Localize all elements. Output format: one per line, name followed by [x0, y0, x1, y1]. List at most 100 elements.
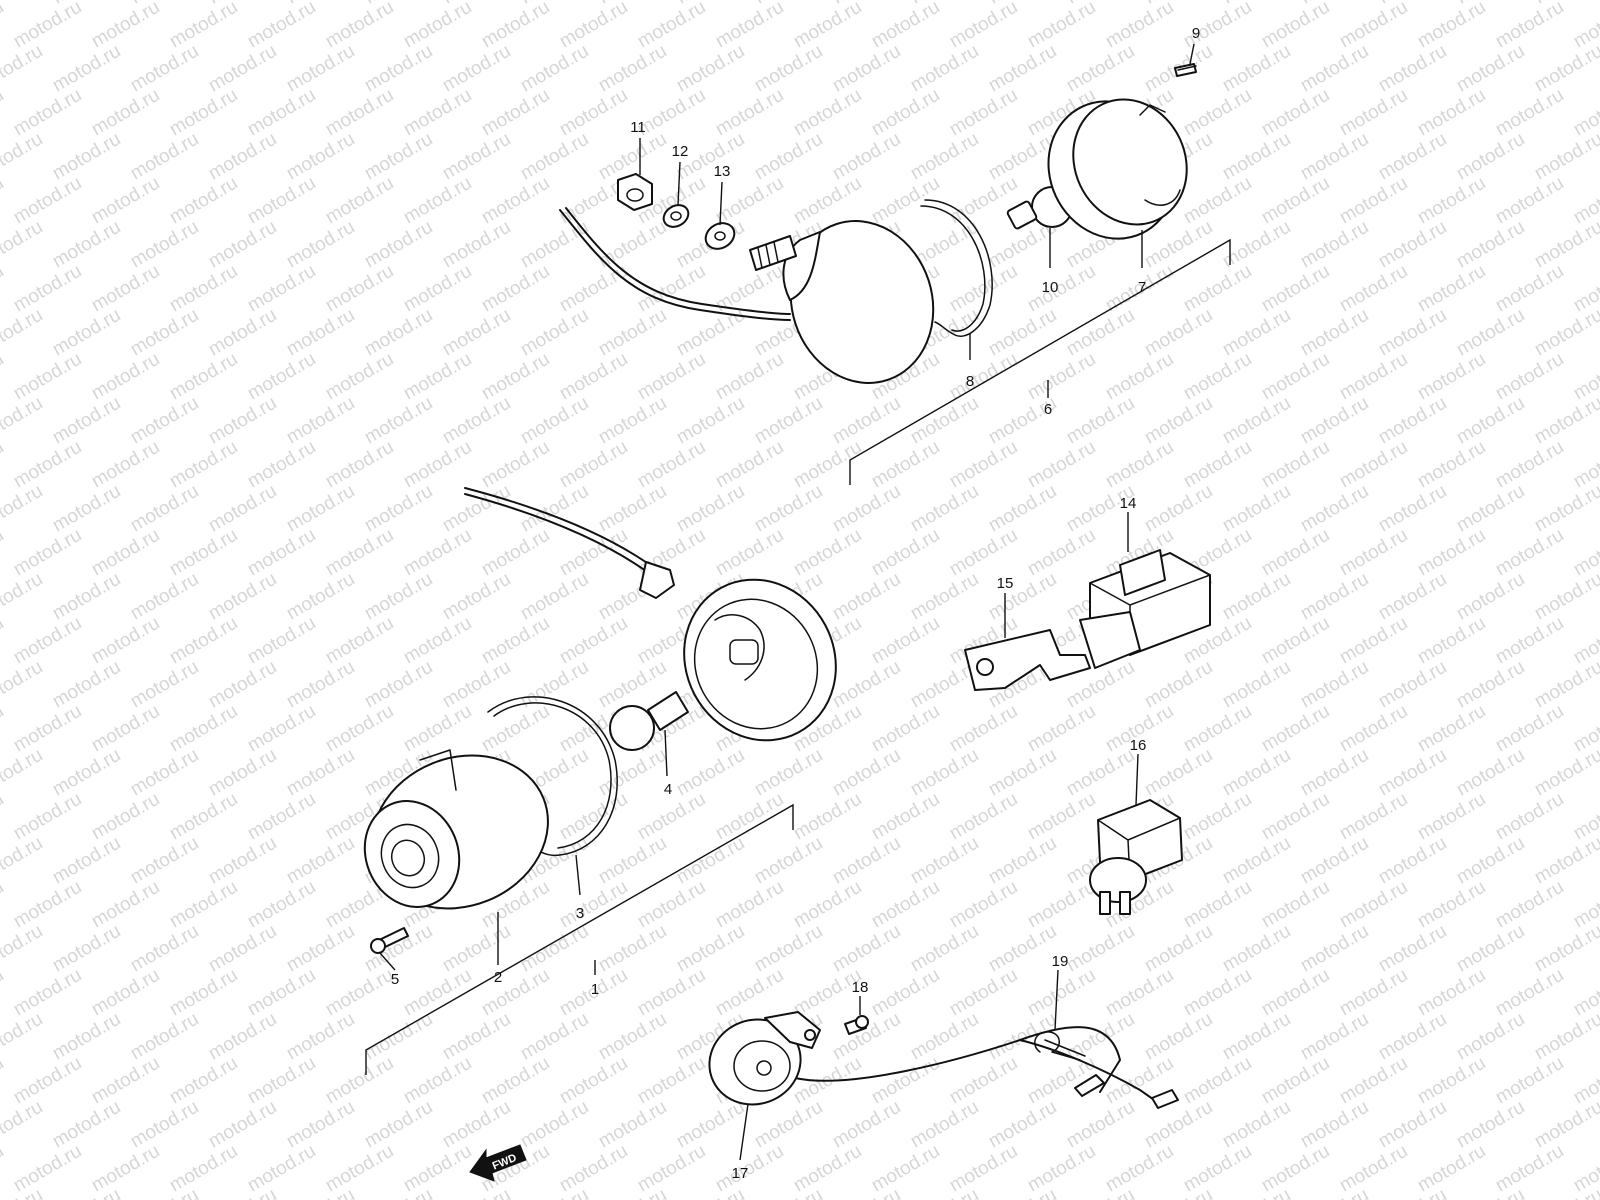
watermark-text: motod.ru — [439, 129, 514, 185]
watermark-text: motod.ru — [10, 965, 85, 1021]
watermark-text: motod.ru — [88, 437, 163, 493]
watermark-text: motod.ru — [634, 877, 709, 933]
watermark-text: motod.ru — [10, 1141, 85, 1197]
watermark-text: motod.ru — [283, 1185, 358, 1200]
watermark-text: motod.ru — [829, 569, 904, 625]
watermark-text: motod.ru — [361, 1097, 436, 1153]
watermark-text: motod.ru — [244, 613, 319, 669]
watermark-text: motod.ru — [283, 745, 358, 801]
watermark-text: motod.ru — [907, 41, 982, 97]
watermark-text: motod.ru — [595, 1097, 670, 1153]
watermark-text: motod.ru — [88, 877, 163, 933]
watermark-text: motod.ru — [0, 305, 46, 361]
watermark-text: motod.ru — [322, 0, 397, 52]
watermark-text: motod.ru — [790, 85, 865, 141]
watermark-text: motod.ru — [751, 129, 826, 185]
watermark-text: motod.ru — [907, 1185, 982, 1200]
watermark-text: motod.ru — [868, 789, 943, 845]
watermark-text: motod.ru — [1453, 1009, 1528, 1065]
callout-19: 19 — [1052, 953, 1069, 970]
watermark-text: motod.ru — [1024, 437, 1099, 493]
watermark-text: motod.ru — [1414, 85, 1489, 141]
watermark-text: motod.ru — [322, 261, 397, 317]
watermark-text: motod.ru — [1453, 41, 1528, 97]
watermark-text: motod.ru — [1258, 349, 1333, 405]
watermark-text: motod.ru — [556, 1053, 631, 1109]
watermark-text: motod.ru — [1336, 1053, 1411, 1109]
watermark-text: motod.ru — [751, 41, 826, 97]
watermark-text: motod.ru — [166, 349, 241, 405]
watermark-text: motod.ru — [205, 569, 280, 625]
watermark-text: motod.ru — [205, 129, 280, 185]
watermark-text: motod.ru — [127, 305, 202, 361]
watermark-text: motod.ru — [127, 921, 202, 977]
watermark-text: motod.ru — [49, 657, 124, 713]
watermark-text: motod.ru — [0, 41, 46, 97]
watermark-text: motod.ru — [1180, 173, 1255, 229]
watermark-text: motod.ru — [829, 393, 904, 449]
watermark-text: motod.ru — [0, 657, 46, 713]
watermark-text: motod.ru — [439, 393, 514, 449]
watermark-text: motod.ru — [322, 85, 397, 141]
callout-6: 6 — [1044, 401, 1052, 418]
watermark-text: motod.ru — [49, 393, 124, 449]
callout-7: 7 — [1138, 279, 1146, 296]
watermark-text: motod.ru — [1492, 349, 1567, 405]
watermark-text: motod.ru — [244, 173, 319, 229]
watermark-text: motod.ru — [1414, 965, 1489, 1021]
watermark-text: motod.ru — [322, 349, 397, 405]
watermark-text: motod.ru — [244, 85, 319, 141]
watermark-text: motod.ru — [517, 41, 592, 97]
watermark-text: motod.ru — [1531, 217, 1600, 273]
watermark-text: motod.ru — [1492, 173, 1567, 229]
watermark-text: motod.ru — [907, 745, 982, 801]
watermark-text: motod.ru — [283, 657, 358, 713]
watermark-text: motod.ru — [829, 921, 904, 977]
watermark-text: motod.ru — [517, 217, 592, 273]
watermark-text: motod.ru — [1141, 1185, 1216, 1200]
watermark-text: motod.ru — [322, 1141, 397, 1197]
watermark-text: motod.ru — [517, 1185, 592, 1200]
watermark-text: motod.ru — [985, 745, 1060, 801]
watermark-text: motod.ru — [1102, 1141, 1177, 1197]
watermark-text: motod.ru — [1414, 349, 1489, 405]
watermark-text: motod.ru — [517, 393, 592, 449]
watermark-text: motod.ru — [1375, 833, 1450, 889]
watermark-text: motod.ru — [361, 481, 436, 537]
watermark-text: motod.ru — [361, 393, 436, 449]
watermark-text: motod.ru — [517, 129, 592, 185]
watermark-text: motod.ru — [1024, 525, 1099, 581]
watermark-text: motod.ru — [1492, 1141, 1567, 1197]
watermark-text: motod.ru — [244, 437, 319, 493]
watermark-text: motod.ru — [946, 877, 1021, 933]
watermark-text: motod.ru — [634, 437, 709, 493]
watermark-text: motod.ru — [1531, 129, 1600, 185]
watermark-text: motod.ru — [205, 1185, 280, 1200]
watermark-text: motod.ru — [1024, 965, 1099, 1021]
watermark-text: motod.ru — [322, 525, 397, 581]
watermark-text: motod.ru — [1297, 305, 1372, 361]
watermark-text: motod.ru — [88, 701, 163, 757]
watermark-text: motod.ru — [439, 1185, 514, 1200]
watermark-text: motod.ru — [1336, 1141, 1411, 1197]
watermark-text: motod.ru — [283, 217, 358, 273]
watermark-text: motod.ru — [10, 173, 85, 229]
watermark-text: motod.ru — [1531, 41, 1600, 97]
watermark-text: motod.ru — [751, 1097, 826, 1153]
watermark-text: motod.ru — [712, 0, 787, 52]
watermark-text: motod.ru — [478, 965, 553, 1021]
watermark-text: motod.ru — [1453, 1097, 1528, 1153]
watermark-text: motod.ru — [1297, 657, 1372, 713]
watermark-text: motod.ru — [868, 1053, 943, 1109]
watermark-text: motod.ru — [400, 85, 475, 141]
watermark-text: motod.ru — [712, 877, 787, 933]
watermark-text: motod.ru — [868, 613, 943, 669]
watermark-text: motod.ru — [1024, 1141, 1099, 1197]
watermark-text: motod.ru — [1297, 921, 1372, 977]
watermark-text: motod.ru — [751, 481, 826, 537]
watermark-text: motod.ru — [166, 789, 241, 845]
watermark-text: motod.ru — [1297, 569, 1372, 625]
watermark-text: motod.ru — [1258, 525, 1333, 581]
watermark-text: motod.ru — [244, 701, 319, 757]
